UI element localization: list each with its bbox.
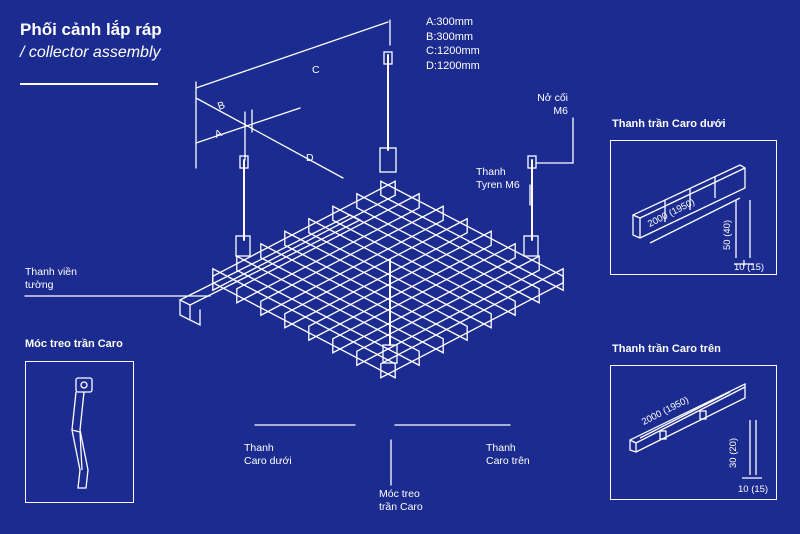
caro-grid-bars-lower xyxy=(212,180,564,379)
callout-hook: Móc treo trần Caro xyxy=(379,488,423,513)
grid-bar-upper xyxy=(284,230,468,342)
caro-grid-bars-upper xyxy=(212,180,564,379)
lower-bar-width: 10 (15) xyxy=(734,262,765,273)
dimension-b: B:300mm xyxy=(426,30,474,43)
dimension-list: A:300mm B:300mm C:1200mm D:1200mm xyxy=(426,15,480,73)
callout-tyren: Thanh Tyren M6 xyxy=(476,166,520,191)
hook-panel-title: Móc treo trần Caro xyxy=(25,338,123,350)
letter-c: C xyxy=(312,64,320,76)
leader-lines xyxy=(24,117,574,486)
grid-bar-upper xyxy=(260,242,444,354)
lower-bar-panel-title: Thanh trần Caro dưới xyxy=(612,118,726,130)
letter-d: D xyxy=(306,152,314,164)
dimension-c: C:1200mm xyxy=(426,45,480,57)
grid-bar-lower xyxy=(236,192,420,304)
page-title: Phối cảnh lắp ráp xyxy=(20,20,162,39)
callout-upper-bar: Thanh Caro trên xyxy=(486,442,530,467)
lower-bar-panel xyxy=(610,140,777,275)
grid-bar-upper xyxy=(380,180,564,292)
grid-bar-upper xyxy=(332,205,516,317)
grid-bar-upper xyxy=(356,192,540,304)
upper-bar-panel-title: Thanh trần Caro trên xyxy=(612,343,721,355)
grid-bar-upper xyxy=(236,255,420,367)
grid-bar-lower xyxy=(308,230,492,342)
grid-bar-lower xyxy=(284,217,468,329)
upper-bar-illustration xyxy=(629,382,762,479)
dimension-d: D:1200mm xyxy=(426,59,480,72)
threaded-rods xyxy=(243,54,533,346)
upper-bar-width: 10 (15) xyxy=(738,484,769,495)
lower-bar-height: 50 (40) xyxy=(722,219,733,250)
dimension-lines xyxy=(195,19,391,179)
callout-lower-bar: Thanh Caro dưới xyxy=(244,442,292,467)
callout-nut: Nở cối M6 xyxy=(537,92,568,117)
upper-bar-height: 30 (20) xyxy=(728,437,739,468)
grid-bar-lower xyxy=(332,242,516,354)
hook-illustration xyxy=(71,377,93,489)
wall-trim-bar xyxy=(178,214,362,327)
title-divider xyxy=(20,83,158,85)
dimension-a: A:300mm xyxy=(426,16,474,28)
grid-bar-lower xyxy=(212,180,396,292)
grid-bar-lower xyxy=(260,205,444,317)
upper-bar-panel xyxy=(610,365,777,500)
lower-bar-illustration xyxy=(632,164,754,266)
hook-panel xyxy=(25,361,134,503)
grid-bar-upper xyxy=(212,267,396,379)
page-subtitle: / collector assembly xyxy=(20,44,161,61)
callout-wall-trim: Thanh viền tường xyxy=(25,266,77,291)
grid-bar-lower xyxy=(356,255,540,367)
grid-bar-upper xyxy=(308,217,492,329)
